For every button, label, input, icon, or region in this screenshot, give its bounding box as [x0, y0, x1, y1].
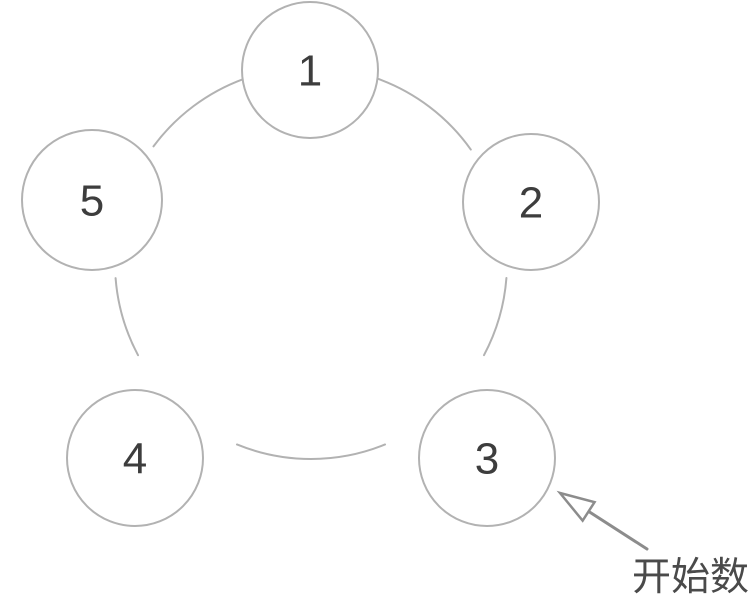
ring-arc-2-3 [482, 276, 508, 357]
node-label-3: 3 [475, 435, 499, 484]
ring-arc-1-2 [375, 77, 472, 151]
ring-arc-group [114, 77, 508, 460]
node-circle-4[interactable] [66, 389, 204, 527]
node-circle-1[interactable] [241, 1, 379, 139]
node-circle-2[interactable] [462, 133, 600, 271]
list-node-3[interactable]: 3 [418, 389, 556, 527]
start-annotation-group: 开始数 [556, 490, 749, 600]
list-node-5[interactable]: 5 [21, 129, 163, 271]
ring-arc-3-4 [235, 443, 387, 460]
node-label-5: 5 [80, 177, 104, 226]
node-label-4: 4 [123, 435, 147, 484]
node-circle-3[interactable] [418, 389, 556, 527]
ring-arc-5-1 [152, 78, 245, 148]
start-arrow-head-icon [556, 490, 597, 523]
start-annotation-label: 开始数 [632, 555, 749, 600]
ring-arc-4-5 [114, 277, 140, 357]
start-arrow-shaft [582, 506, 649, 551]
node-circle-5[interactable] [21, 129, 163, 271]
list-node-4[interactable]: 4 [66, 389, 204, 527]
list-node-2[interactable]: 2 [462, 133, 600, 271]
node-label-2: 2 [519, 179, 543, 228]
list-node-1[interactable]: 1 [241, 1, 379, 139]
node-group: 1 2 3 4 5 [21, 1, 600, 527]
node-label-1: 1 [298, 47, 322, 96]
